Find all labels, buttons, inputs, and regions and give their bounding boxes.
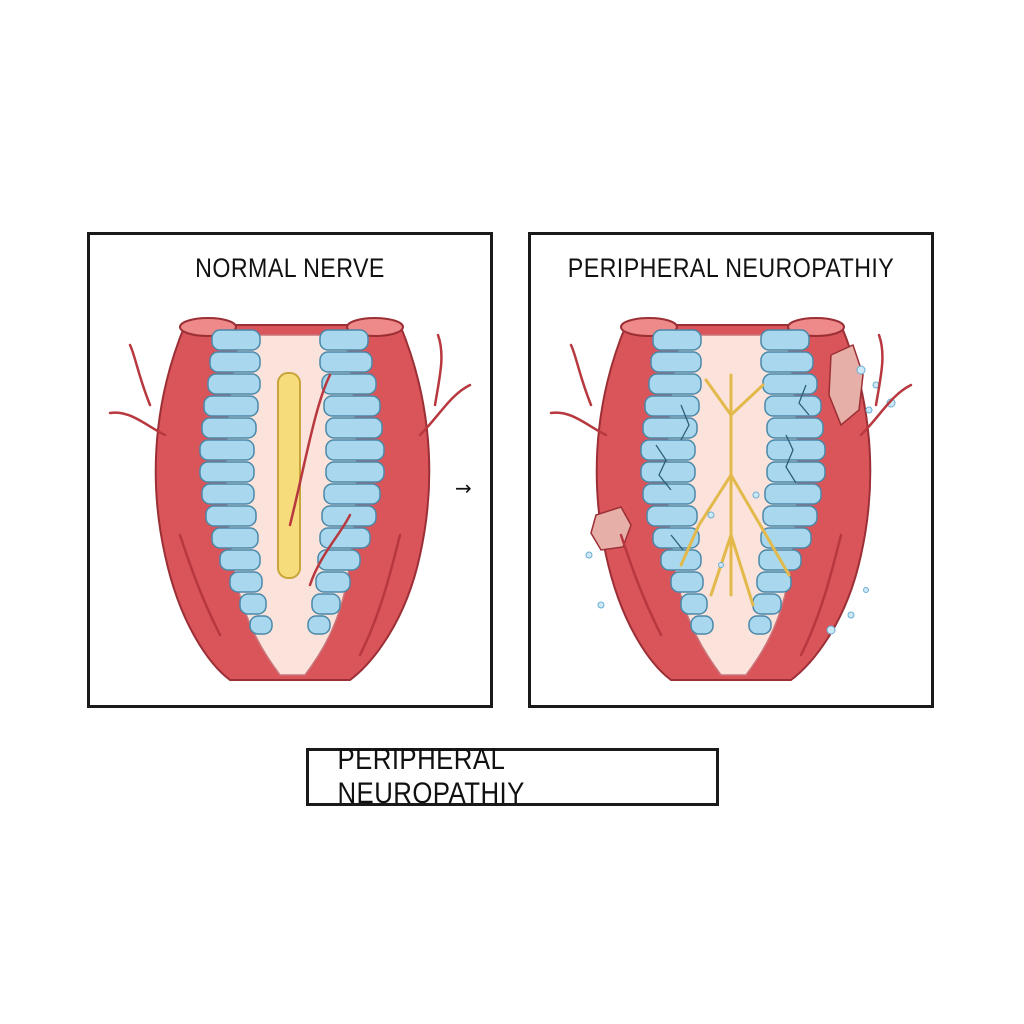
blood-capillaries [108, 333, 472, 657]
myelin-cracks [655, 384, 810, 551]
arrow-right-icon: → [455, 476, 472, 500]
normal-nerve-panel: NORMAL NERVE [87, 232, 493, 708]
normal-nerve-title: NORMAL NERVE [195, 253, 385, 283]
myelin-sheath-left-damaged [640, 329, 714, 635]
fluid-droplets [585, 365, 896, 635]
axon [277, 372, 301, 579]
blood-capillaries [549, 333, 913, 657]
tissue-damage-left [590, 506, 632, 551]
tissue-damage-right [828, 343, 864, 427]
neuropathy-illustration [549, 317, 913, 681]
neuropathy-title: PERIPHERAL NEUROPATHIY [567, 253, 895, 283]
normal-nerve-illustration [108, 317, 472, 681]
myelin-sheath-right [307, 329, 385, 635]
caption-text: PERIPHERAL NEUROPATHIY [337, 743, 525, 810]
neuropathy-panel: PERIPHERAL NEUROPATHIY [528, 232, 934, 708]
caption-box: PERIPHERAL NEUROPATHIY [306, 743, 719, 810]
myelin-sheath-left [199, 329, 273, 635]
